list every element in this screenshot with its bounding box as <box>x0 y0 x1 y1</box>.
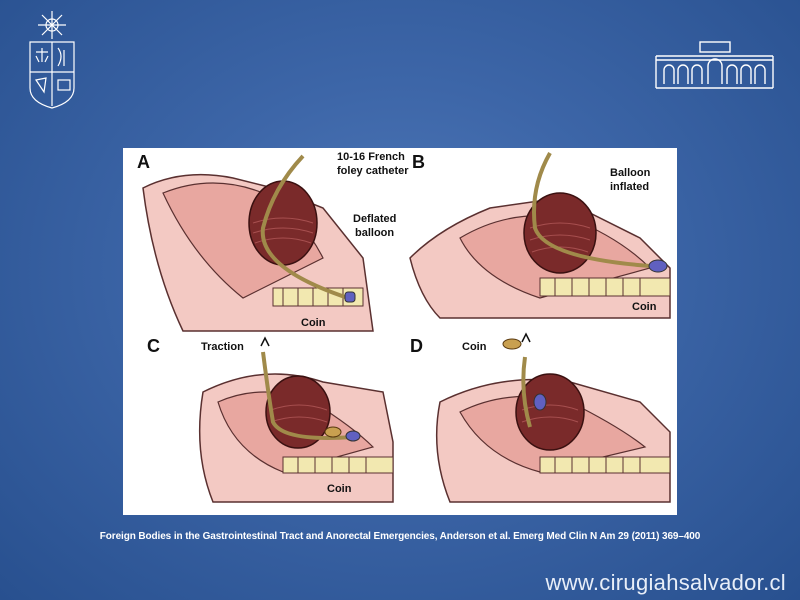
panel-c: C Traction Coin <box>123 332 400 515</box>
panel-c-letter: C <box>147 336 160 356</box>
label-coin-c: Coin <box>327 483 352 495</box>
label-inflated: inflated <box>610 181 649 193</box>
label-french-catheter-line1: 10-16 French <box>337 151 405 163</box>
label-traction: Traction <box>201 341 244 353</box>
label-coin-d: Coin <box>462 341 487 353</box>
panel-b: B Balloon inflated Coin <box>400 148 677 331</box>
panel-d-letter: D <box>410 336 423 356</box>
citation-caption: Foreign Bodies in the Gastrointestinal T… <box>99 531 701 542</box>
panel-b-letter: B <box>412 152 425 172</box>
foley-catheter-shape <box>260 154 349 300</box>
hospital-building-logo <box>652 38 777 94</box>
label-coin-a: Coin <box>301 317 326 329</box>
label-balloon: balloon <box>355 227 394 239</box>
coin-removal-figure: A 10-16 French foley catheter Deflated b… <box>123 148 677 515</box>
panel-a-letter: A <box>137 152 150 172</box>
label-coin-b: Coin <box>632 301 657 313</box>
panel-a: A 10-16 French foley catheter Deflated b… <box>123 148 409 332</box>
label-french-catheter-line2: foley catheter <box>337 165 409 177</box>
university-crest-logo <box>22 10 82 110</box>
label-deflated: Deflated <box>353 213 396 225</box>
label-balloon-b: Balloon <box>610 167 651 179</box>
tongue-shape <box>248 180 318 266</box>
website-footer: www.cirugiahsalvador.cl <box>545 570 786 595</box>
panel-d: D Coin <box>400 332 677 515</box>
